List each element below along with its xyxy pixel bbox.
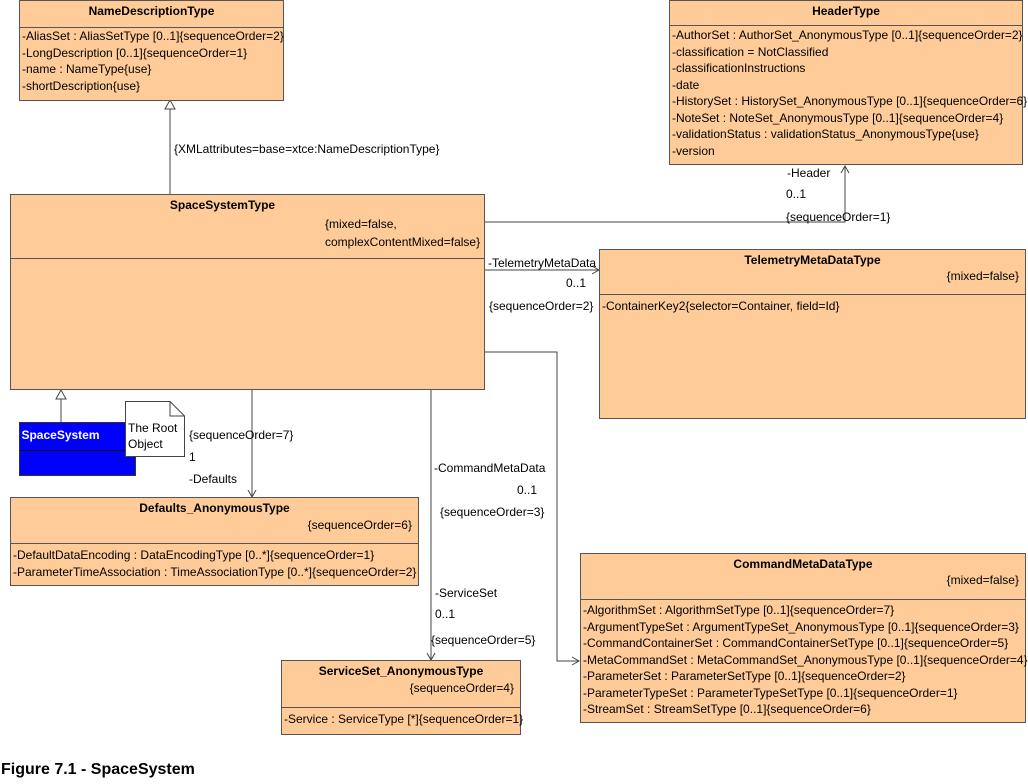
class-name: ServiceSet_AnonymousType: [318, 664, 484, 678]
class-tag: {mixed=false,: [325, 217, 397, 231]
attribute: -HistorySet : HistorySet_AnonymousType […: [672, 94, 1028, 108]
attribute: -CommandContainerSet : CommandContainerS…: [583, 636, 1009, 650]
class-name: TelemetryMetaDataType: [744, 253, 881, 267]
command-multiplicity-label: 0..1: [517, 483, 538, 497]
class-name: CommandMetaDataType: [733, 557, 873, 571]
space-system-type-class[interactable]: SpaceSystemType {mixed=false, complexCon…: [10, 194, 485, 390]
attribute: -shortDescription{use}: [22, 78, 141, 93]
header-sequence-label: {sequenceOrder=1}: [786, 210, 891, 224]
name-description-type-class[interactable]: NameDescriptionType -AliasSet : AliasSet…: [19, 0, 284, 101]
instance-arrowhead: [55, 388, 67, 400]
command-metadata-type-class[interactable]: CommandMetaDataType {mixed=false} -Algor…: [580, 553, 1028, 723]
telemetry-metadata-type-class[interactable]: TelemetryMetaDataType {mixed=false} -Con…: [599, 249, 1026, 419]
xml-attributes-label: {XMLattributes=base=xtce:NameDescription…: [174, 142, 440, 156]
telemetry-sequence-label: {sequenceOrder=2}: [489, 299, 594, 313]
class-tag: complexContentMixed=false}: [325, 235, 481, 249]
attribute: -DefaultDataEncoding : DataEncodingType …: [13, 548, 375, 562]
attribute: -ContainerKey2{selector=Container, field…: [602, 299, 840, 313]
header-type-class[interactable]: HeaderType -AuthorSet : AuthorSet_Anonym…: [669, 0, 1028, 165]
attribute: -name : NameType{use}: [22, 62, 152, 76]
object-name: SpaceSystem: [21, 428, 100, 442]
class-attributes: -ContainerKey2{selector=Container, field…: [600, 298, 1025, 315]
defaults-multiplicity-label: 1: [189, 450, 196, 464]
attribute: -ParameterTimeAssociation : TimeAssociat…: [13, 564, 417, 579]
attribute: -version: [672, 143, 715, 158]
class-attributes: -AliasSet : AliasSetType [0..1]{sequence…: [20, 28, 284, 94]
attribute: -validationStatus : validationStatus_Ano…: [672, 127, 979, 141]
note-shape: [125, 401, 185, 457]
service-multiplicity-label: 0..1: [435, 607, 456, 621]
defaults-role-label: -Defaults: [189, 472, 238, 486]
attribute: -LongDescription [0..1]{sequenceOrder=1}: [22, 45, 248, 60]
header-role-label: -Header: [787, 166, 831, 180]
note-line: Object: [128, 437, 163, 451]
figure-caption: Figure 7.1 - SpaceSystem: [1, 761, 195, 778]
command-association-line: [485, 351, 579, 662]
class-name: HeaderType: [812, 4, 880, 18]
telemetry-multiplicity-label: 0..1: [566, 276, 587, 290]
attribute: -NoteSet : NoteSet_AnonymousType [0..1]{…: [672, 110, 1004, 125]
service-set-anonymous-type-class[interactable]: ServiceSet_AnonymousType {sequenceOrder=…: [281, 660, 524, 735]
class-name: NameDescriptionType: [88, 4, 215, 18]
class-attributes: -Service : ServiceType [*]{sequenceOrder…: [282, 711, 524, 728]
class-tag: {mixed=false}: [946, 573, 1019, 587]
command-arrowhead: [571, 656, 581, 666]
attribute: -ParameterTypeSet : ParameterTypeSetType…: [583, 685, 958, 700]
attribute: -date: [672, 77, 700, 92]
class-attributes: -AuthorSet : AuthorSet_AnonymousType [0.…: [670, 27, 1028, 159]
command-role-label: -CommandMetaData: [434, 461, 546, 475]
header-multiplicity-label: 0..1: [786, 187, 807, 201]
attribute: -AlgorithmSet : AlgorithmSetType [0..1]{…: [583, 603, 895, 617]
class-tag: {sequenceOrder=6}: [307, 518, 412, 532]
header-association-line: [485, 166, 846, 223]
class-name: SpaceSystemType: [169, 198, 276, 212]
note-line: The Root: [128, 421, 178, 435]
class-name: Defaults_AnonymousType: [139, 501, 290, 515]
defaults-anonymous-type-class[interactable]: Defaults_AnonymousType {sequenceOrder=6}…: [10, 497, 419, 586]
class-tag: {mixed=false}: [946, 269, 1019, 283]
attribute: -MetaCommandSet : MetaCommandSet_Anonymo…: [583, 652, 1028, 667]
attribute: -AliasSet : AliasSetType [0..1]{sequence…: [22, 29, 284, 43]
attribute: -classificationInstructions: [672, 61, 806, 75]
service-role-label: -ServiceSet: [435, 586, 498, 600]
attribute: -ParameterSet : ParameterSetType [0..1]{…: [583, 669, 906, 683]
telemetry-role-label: -TelemetryMetaData: [488, 256, 597, 270]
defaults-sequence-label: {sequenceOrder=7}: [189, 428, 294, 442]
class-attributes: -AlgorithmSet : AlgorithmSetType [0..1]{…: [581, 602, 1028, 718]
generalization-arrowhead: [164, 98, 176, 110]
attribute: -StreamSet : StreamSetType [0..1]{sequen…: [583, 702, 871, 716]
class-attributes: -DefaultDataEncoding : DataEncodingType …: [11, 547, 418, 580]
header-arrowhead: [840, 164, 850, 174]
attribute: -AuthorSet : AuthorSet_AnonymousType [0.…: [672, 28, 1023, 42]
command-sequence-label: {sequenceOrder=3}: [440, 505, 545, 519]
attribute: -Service : ServiceType [*]{sequenceOrder…: [284, 712, 524, 726]
attribute: -classification = NotClassified: [672, 44, 829, 59]
attribute: -ArgumentTypeSet : ArgumentTypeSet_Anony…: [583, 619, 1019, 634]
service-sequence-label: {sequenceOrder=5}: [431, 633, 536, 647]
class-tag: {sequenceOrder=4}: [409, 681, 514, 695]
root-object-note[interactable]: The Root Object: [125, 401, 185, 457]
space-system-object[interactable]: SpaceSystem: [19, 422, 136, 476]
